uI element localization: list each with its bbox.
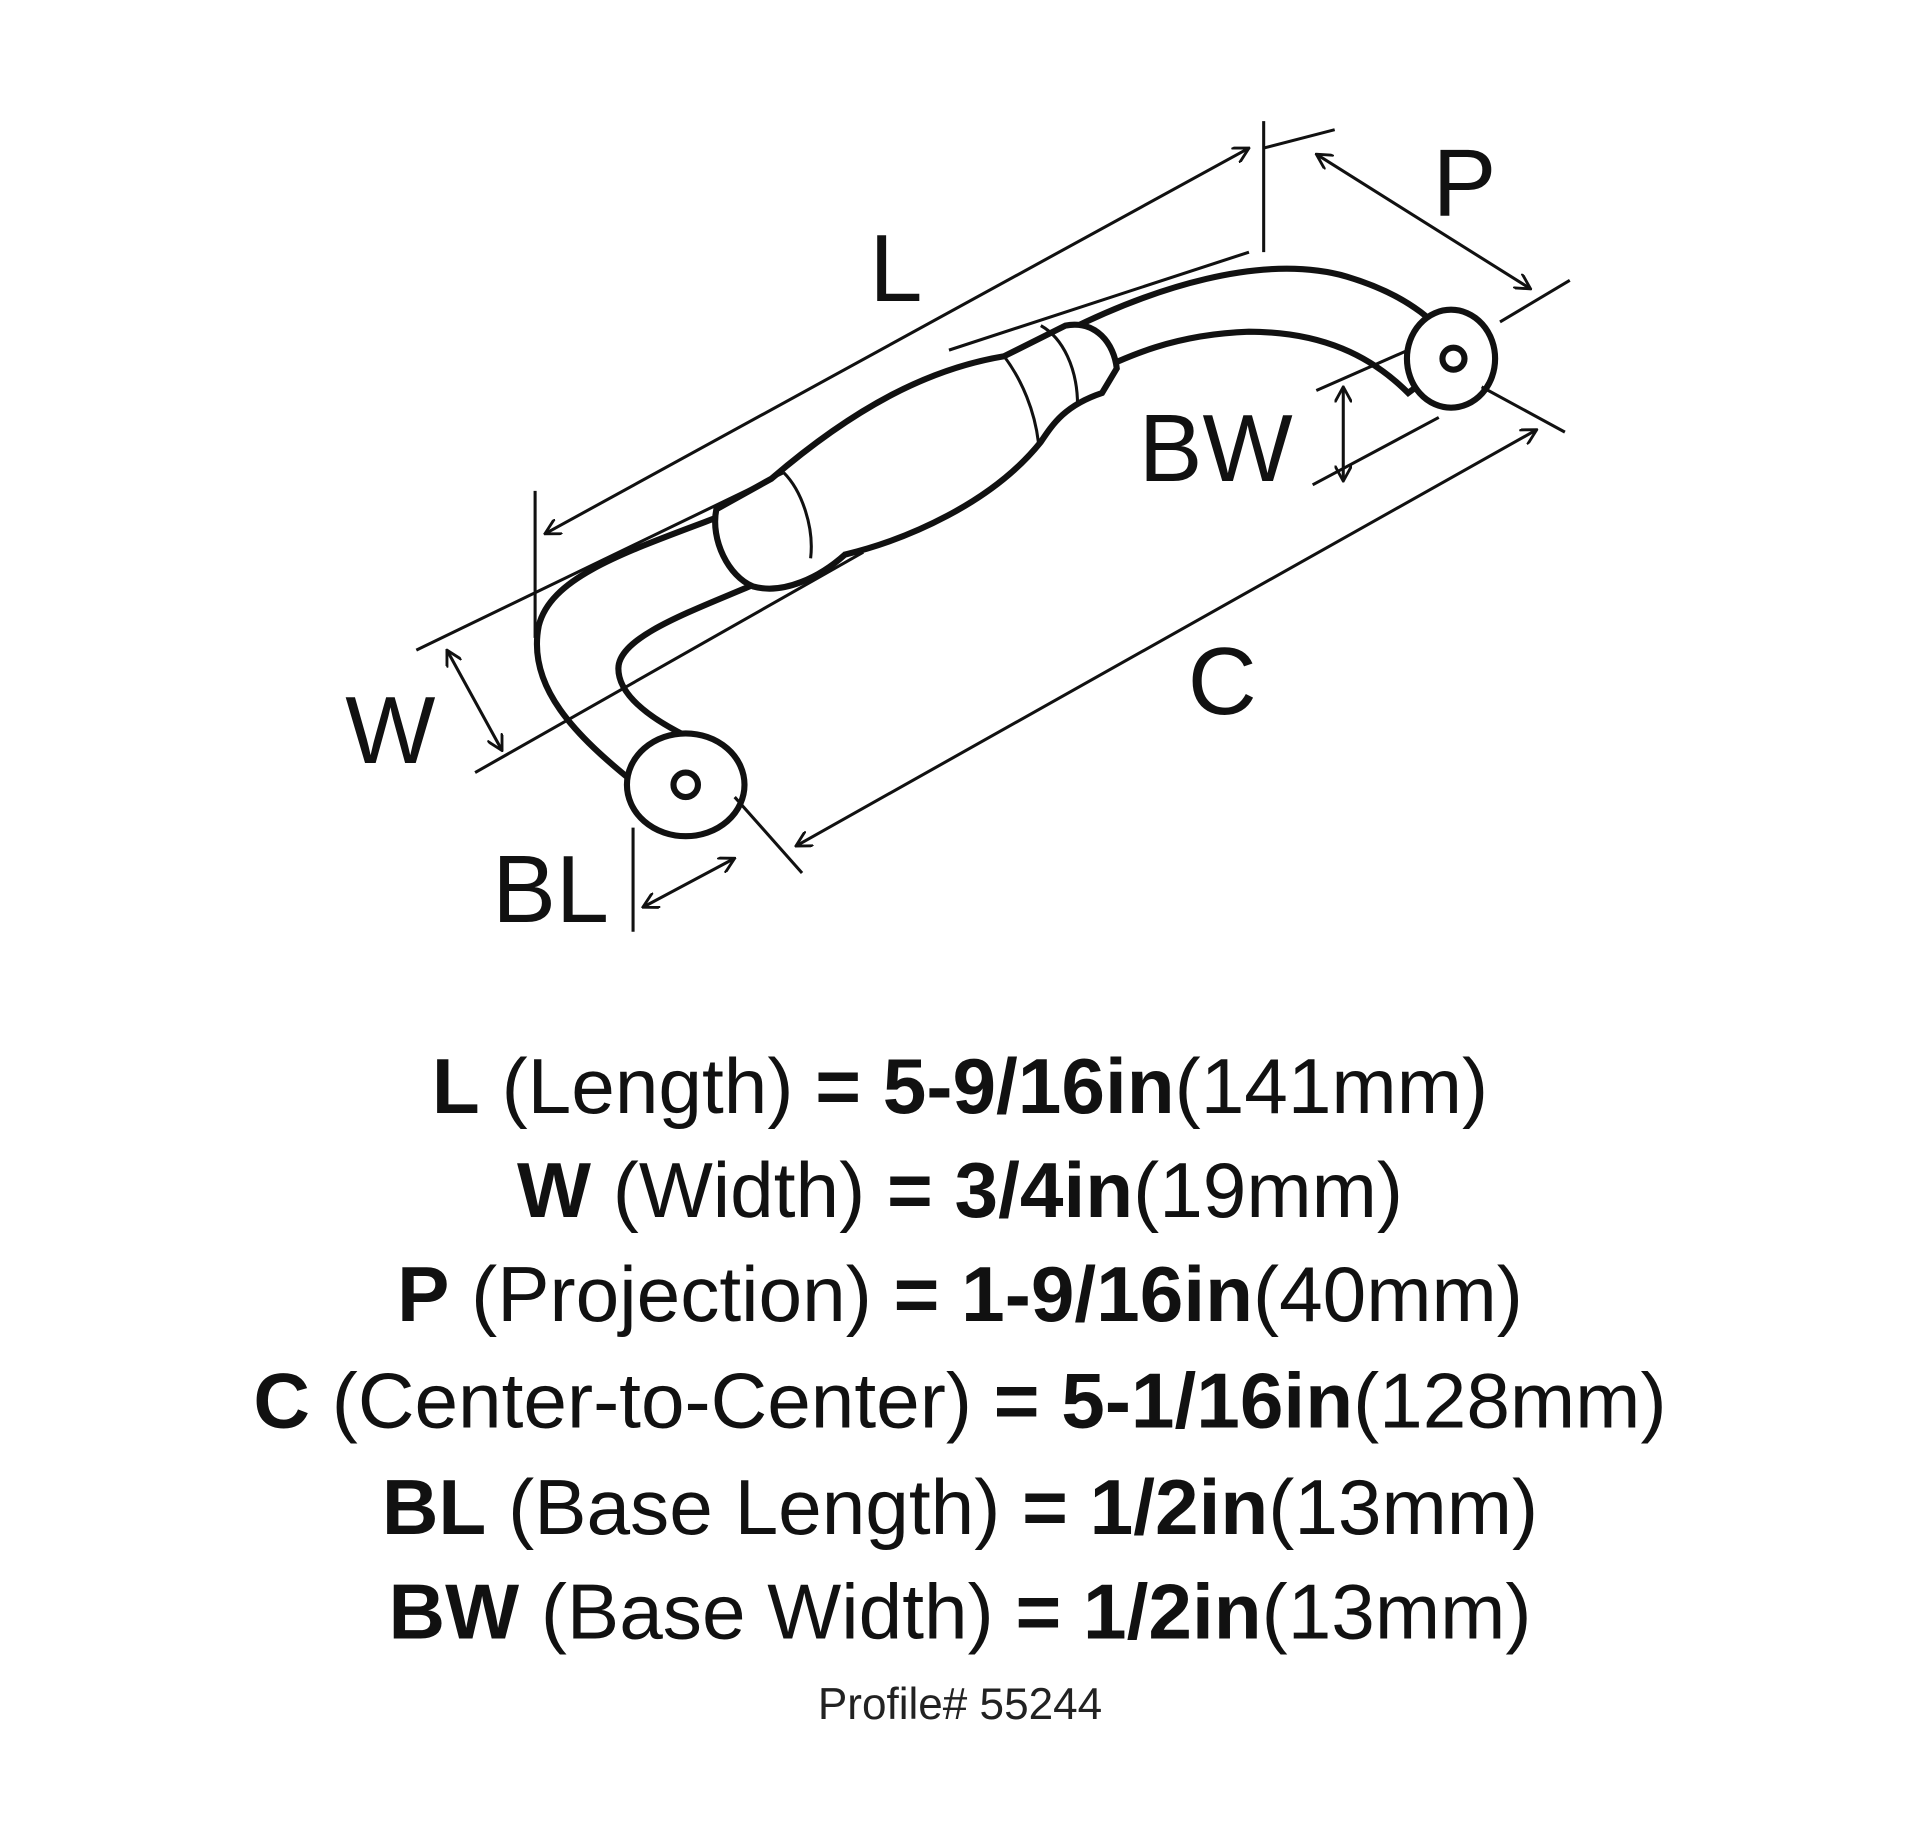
profile-number: Profile# 55244 [818,1680,1102,1729]
spec-width: W (Width) = 3/4in(19mm) [517,1146,1403,1234]
label-W: W [345,678,435,784]
label-BW: BW [1139,396,1293,502]
spec-center-to-center: C (Center-to-Center) = 5-1/16in(128mm) [253,1357,1666,1445]
cabinet-pull-drawing [533,265,1499,840]
spec-length: L (Length) = 5-9/16in(141mm) [432,1042,1488,1130]
label-P: P [1433,130,1497,236]
spec-base-length: BL (Base Length) = 1/2in(13mm) [382,1463,1538,1551]
handle-right-leg [1061,265,1461,398]
label-C: C [1188,629,1257,735]
spec-projection: P (Projection) = 1-9/16in(40mm) [397,1250,1523,1338]
dimension-lines [415,121,1571,932]
label-BL: BL [492,837,609,943]
handle-grip [712,321,1120,592]
spec-base-width: BW (Base Width) = 1/2in(13mm) [388,1567,1531,1655]
label-L: L [869,216,922,322]
spec-list: L (Length) = 5-9/16in(141mm) W (Width) =… [253,1042,1666,1729]
